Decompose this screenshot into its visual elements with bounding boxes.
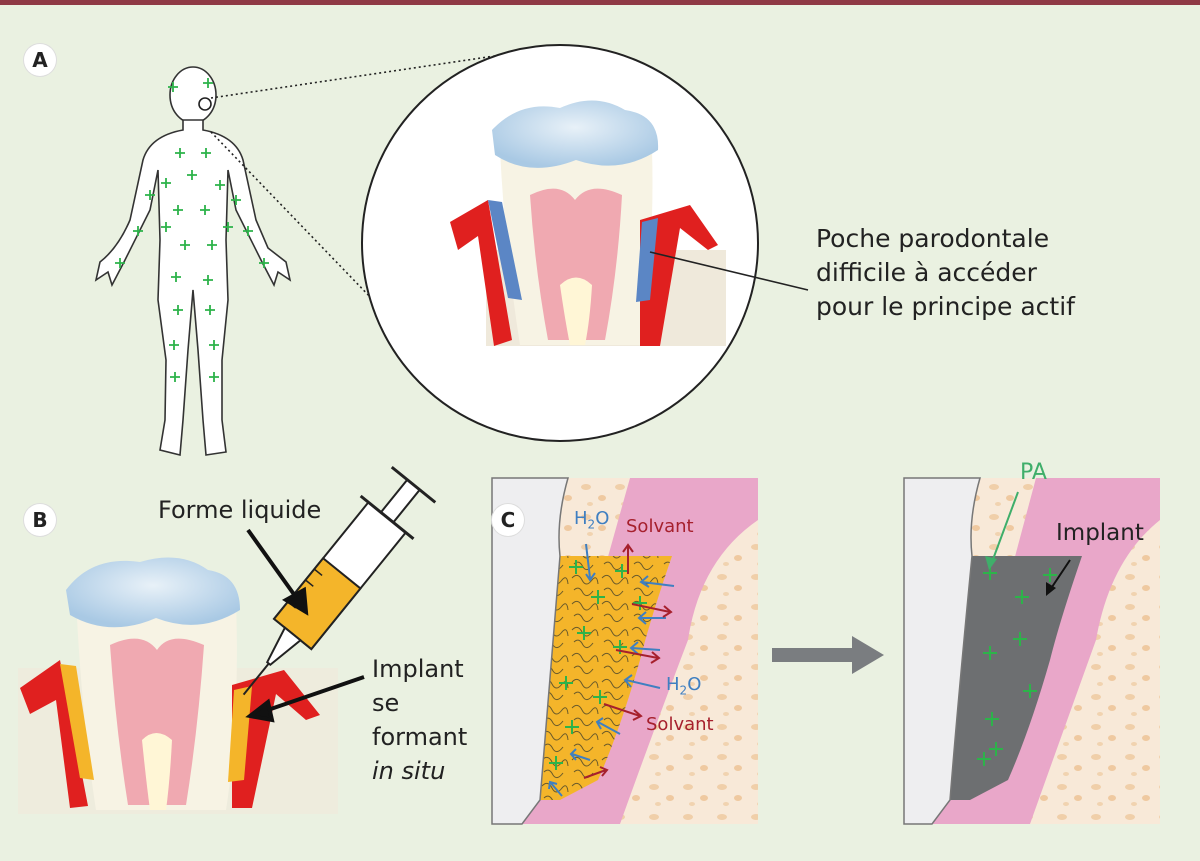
solvent-label-top: Solvant <box>626 516 694 537</box>
drug-marks-gel <box>549 560 647 770</box>
water-label-mid: H2O <box>666 674 702 698</box>
panel-label-c: C <box>492 504 524 536</box>
drug-distribution-marks <box>115 78 269 382</box>
transition-arrow <box>772 636 884 674</box>
water-arrows <box>548 543 675 797</box>
water-label-top: H2O <box>574 508 610 532</box>
pocket-callout-line-2: difficile à accéder <box>816 258 1037 287</box>
implant-callout-b: Implant se formant in situ <box>372 652 467 788</box>
solvent-arrows <box>583 543 673 779</box>
implant-label-c: Implant <box>1056 520 1144 546</box>
implant-line-3: formant <box>372 723 468 751</box>
implant-line-1: Implant <box>372 655 464 683</box>
human-figure <box>94 66 292 457</box>
drug-marks-implant <box>977 566 1057 766</box>
label-arrows-after <box>985 491 1071 596</box>
implant-line-4: in situ <box>372 757 446 785</box>
pocket-diagram-after <box>903 477 1160 825</box>
pointer-arrows-b <box>245 528 365 723</box>
pocket-callout-line-3: pour le principe actif <box>816 292 1075 321</box>
solvent-label-mid: Solvant <box>646 714 714 735</box>
panel-label-b: B <box>24 504 56 536</box>
pocket-callout: Poche parodontale difficile à accéder po… <box>816 222 1116 324</box>
top-border <box>0 0 1200 5</box>
tooth-panel-b <box>18 557 338 814</box>
syringe-label: Forme liquide <box>158 496 322 524</box>
pocket-callout-line-1: Poche parodontale <box>816 224 1050 253</box>
pocket-pointer <box>649 251 809 291</box>
pa-label: PA <box>1020 460 1047 485</box>
tooth-closeup <box>450 100 726 346</box>
implant-line-2: se <box>372 689 400 717</box>
mouth-marker <box>198 97 212 111</box>
panel-label-a: A <box>24 44 56 76</box>
